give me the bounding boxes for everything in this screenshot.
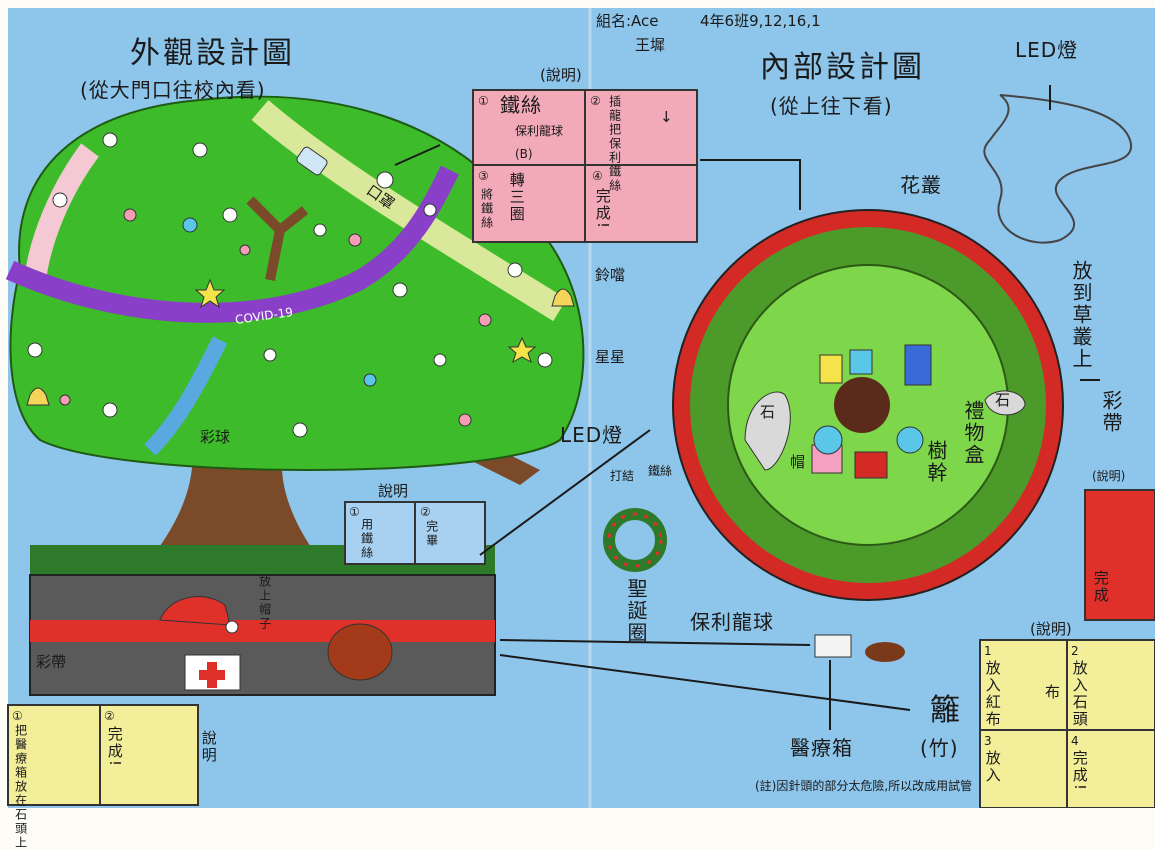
side-box <box>1084 489 1155 621</box>
explain-top-step2-num: ② <box>590 94 601 108</box>
explain-right-step4-text: 完成! <box>1070 750 1089 793</box>
explain-right-step1-text: 放入紅布 <box>983 660 1002 728</box>
explain-top-step1-note: (B) <box>515 147 533 161</box>
right-title: 內部設計圖 <box>760 50 925 85</box>
label-gift: 禮物盒 <box>961 400 985 466</box>
explain-box-bottom <box>7 704 199 806</box>
label-wire: 鐵絲 <box>648 464 673 478</box>
ball-ornament-a <box>813 425 843 455</box>
mask-ornament <box>296 146 328 176</box>
explain-top-step2-text: 插龍把保利鐵絲 <box>607 95 622 193</box>
side-box-title: (說明) <box>1092 469 1126 483</box>
label-bamboo: 籬 <box>930 693 963 728</box>
gift-boxes <box>811 344 932 479</box>
explain-small-step1-num: ① <box>349 505 360 519</box>
explain-bottom-step2-num: ② <box>104 709 115 723</box>
ball-ornament-b <box>896 426 924 454</box>
explain-top-step1-extra: 保利龍球 <box>515 124 564 138</box>
explain-small-step2-num: ② <box>420 505 431 519</box>
annotation-arrows <box>394 85 1100 730</box>
label-wreath: 聖誕圈 <box>624 578 648 644</box>
label-bamboo-note: (竹) <box>920 736 959 760</box>
ornaments <box>27 132 553 438</box>
star-ornaments <box>194 278 537 364</box>
right-subtitle: (從上往下看) <box>770 94 893 118</box>
label-star: 星星 <box>595 348 626 366</box>
medical-cross <box>199 662 225 688</box>
label-led-left: LED燈 <box>560 423 624 447</box>
explain-top-step2-extra: ↓ <box>660 108 673 126</box>
blue-ribbon <box>144 336 228 456</box>
inner-branch <box>246 196 309 281</box>
label-hat: 帽 <box>790 453 806 471</box>
explain-bottom-step2-text: 完成! <box>105 726 124 769</box>
explain-right-step2-text: 放入石頭 <box>1070 660 1089 728</box>
foam-ball-item <box>814 634 852 658</box>
explain-right-step1-num: 1 <box>984 644 992 658</box>
explain-bottom-step1-text: 把醫療箱放在石頭上 <box>13 724 28 850</box>
purple-ribbon <box>5 165 459 323</box>
label-foam-ball: 保利龍球 <box>690 610 774 634</box>
bamboo-item <box>865 642 905 662</box>
explain-small-step1-text: 用鐵絲 <box>359 518 374 560</box>
explain-right-step4-num: 4 <box>1071 734 1079 748</box>
class-info: 4年6班9,12,16,1 <box>700 12 821 30</box>
explain-top-step1-num: ① <box>478 94 489 108</box>
label-medical-box: 醫療箱 <box>790 736 853 760</box>
drawing-art <box>5 8 1155 808</box>
label-twist: 打結 <box>610 469 635 483</box>
label-stone-right: 石 <box>995 391 1011 409</box>
label-ribbon-left: 彩帶 <box>36 653 67 671</box>
santa-hat-pompom <box>225 620 239 634</box>
group-name: 組名:Ace <box>596 12 659 30</box>
left-subtitle: (從大門口往校內看) <box>80 78 266 102</box>
explain-bottom-label: 說明 <box>199 730 218 764</box>
label-led-top: LED燈 <box>1015 38 1079 62</box>
explain-right-title: (說明) <box>1030 620 1072 638</box>
side-box-text: 完成 <box>1091 570 1110 604</box>
explain-small-step2-text: 完畢 <box>424 520 439 548</box>
label-flower: 花叢 <box>900 173 942 197</box>
left-title: 外觀設計圖 <box>130 36 295 71</box>
author-name: 王墀 <box>635 36 666 54</box>
label-ball: 彩球 <box>200 428 231 446</box>
label-trunk: 樹幹 <box>924 440 948 484</box>
buried-bowl <box>327 623 393 681</box>
stone-right <box>984 390 1026 416</box>
pink-ribbon <box>24 143 99 282</box>
label-put-hat: 放上帽子 <box>257 575 272 631</box>
footnote: (註)因針頭的部分太危險,所以改成用試管 <box>755 779 973 793</box>
explain-top-title: (說明) <box>540 66 582 84</box>
explain-right-step3-num: 3 <box>984 734 992 748</box>
yellow-ribbon <box>251 100 567 322</box>
led-string <box>983 94 1133 244</box>
explain-top-step3-extra: 轉三圈 <box>507 172 526 223</box>
explain-right-step1-extra: 布 <box>1045 683 1061 701</box>
label-stone-left: 石 <box>760 403 776 421</box>
explain-top-step4-num: ④ <box>592 169 603 183</box>
santa-hat <box>159 596 231 626</box>
label-ribbon-right: 彩帶 <box>1099 390 1123 434</box>
label-bell: 鈴噹 <box>595 266 626 284</box>
trunk-top <box>834 377 890 433</box>
explain-right-step2-num: 2 <box>1071 644 1079 658</box>
stone-left <box>744 391 791 471</box>
bell-ornaments <box>26 288 575 406</box>
explain-top-step4-text: 完成! <box>593 188 612 231</box>
drawing-canvas: 組名:Ace 4年6班9,12,16,1 王墀 外觀設計圖 (從大門口往校內看)… <box>5 8 1155 850</box>
explain-top-step3-text: 將鐵絲 <box>479 188 494 230</box>
explain-right-step3-text: 放入 <box>983 750 1002 784</box>
explain-small-title: 說明 <box>378 482 409 500</box>
explain-top-step3-num: ③ <box>478 169 489 183</box>
label-place-on: 放到草叢上 <box>1069 260 1093 370</box>
explain-bottom-step1-num: ① <box>12 709 23 723</box>
explain-top-step1-text: 鐵絲 <box>500 93 542 117</box>
